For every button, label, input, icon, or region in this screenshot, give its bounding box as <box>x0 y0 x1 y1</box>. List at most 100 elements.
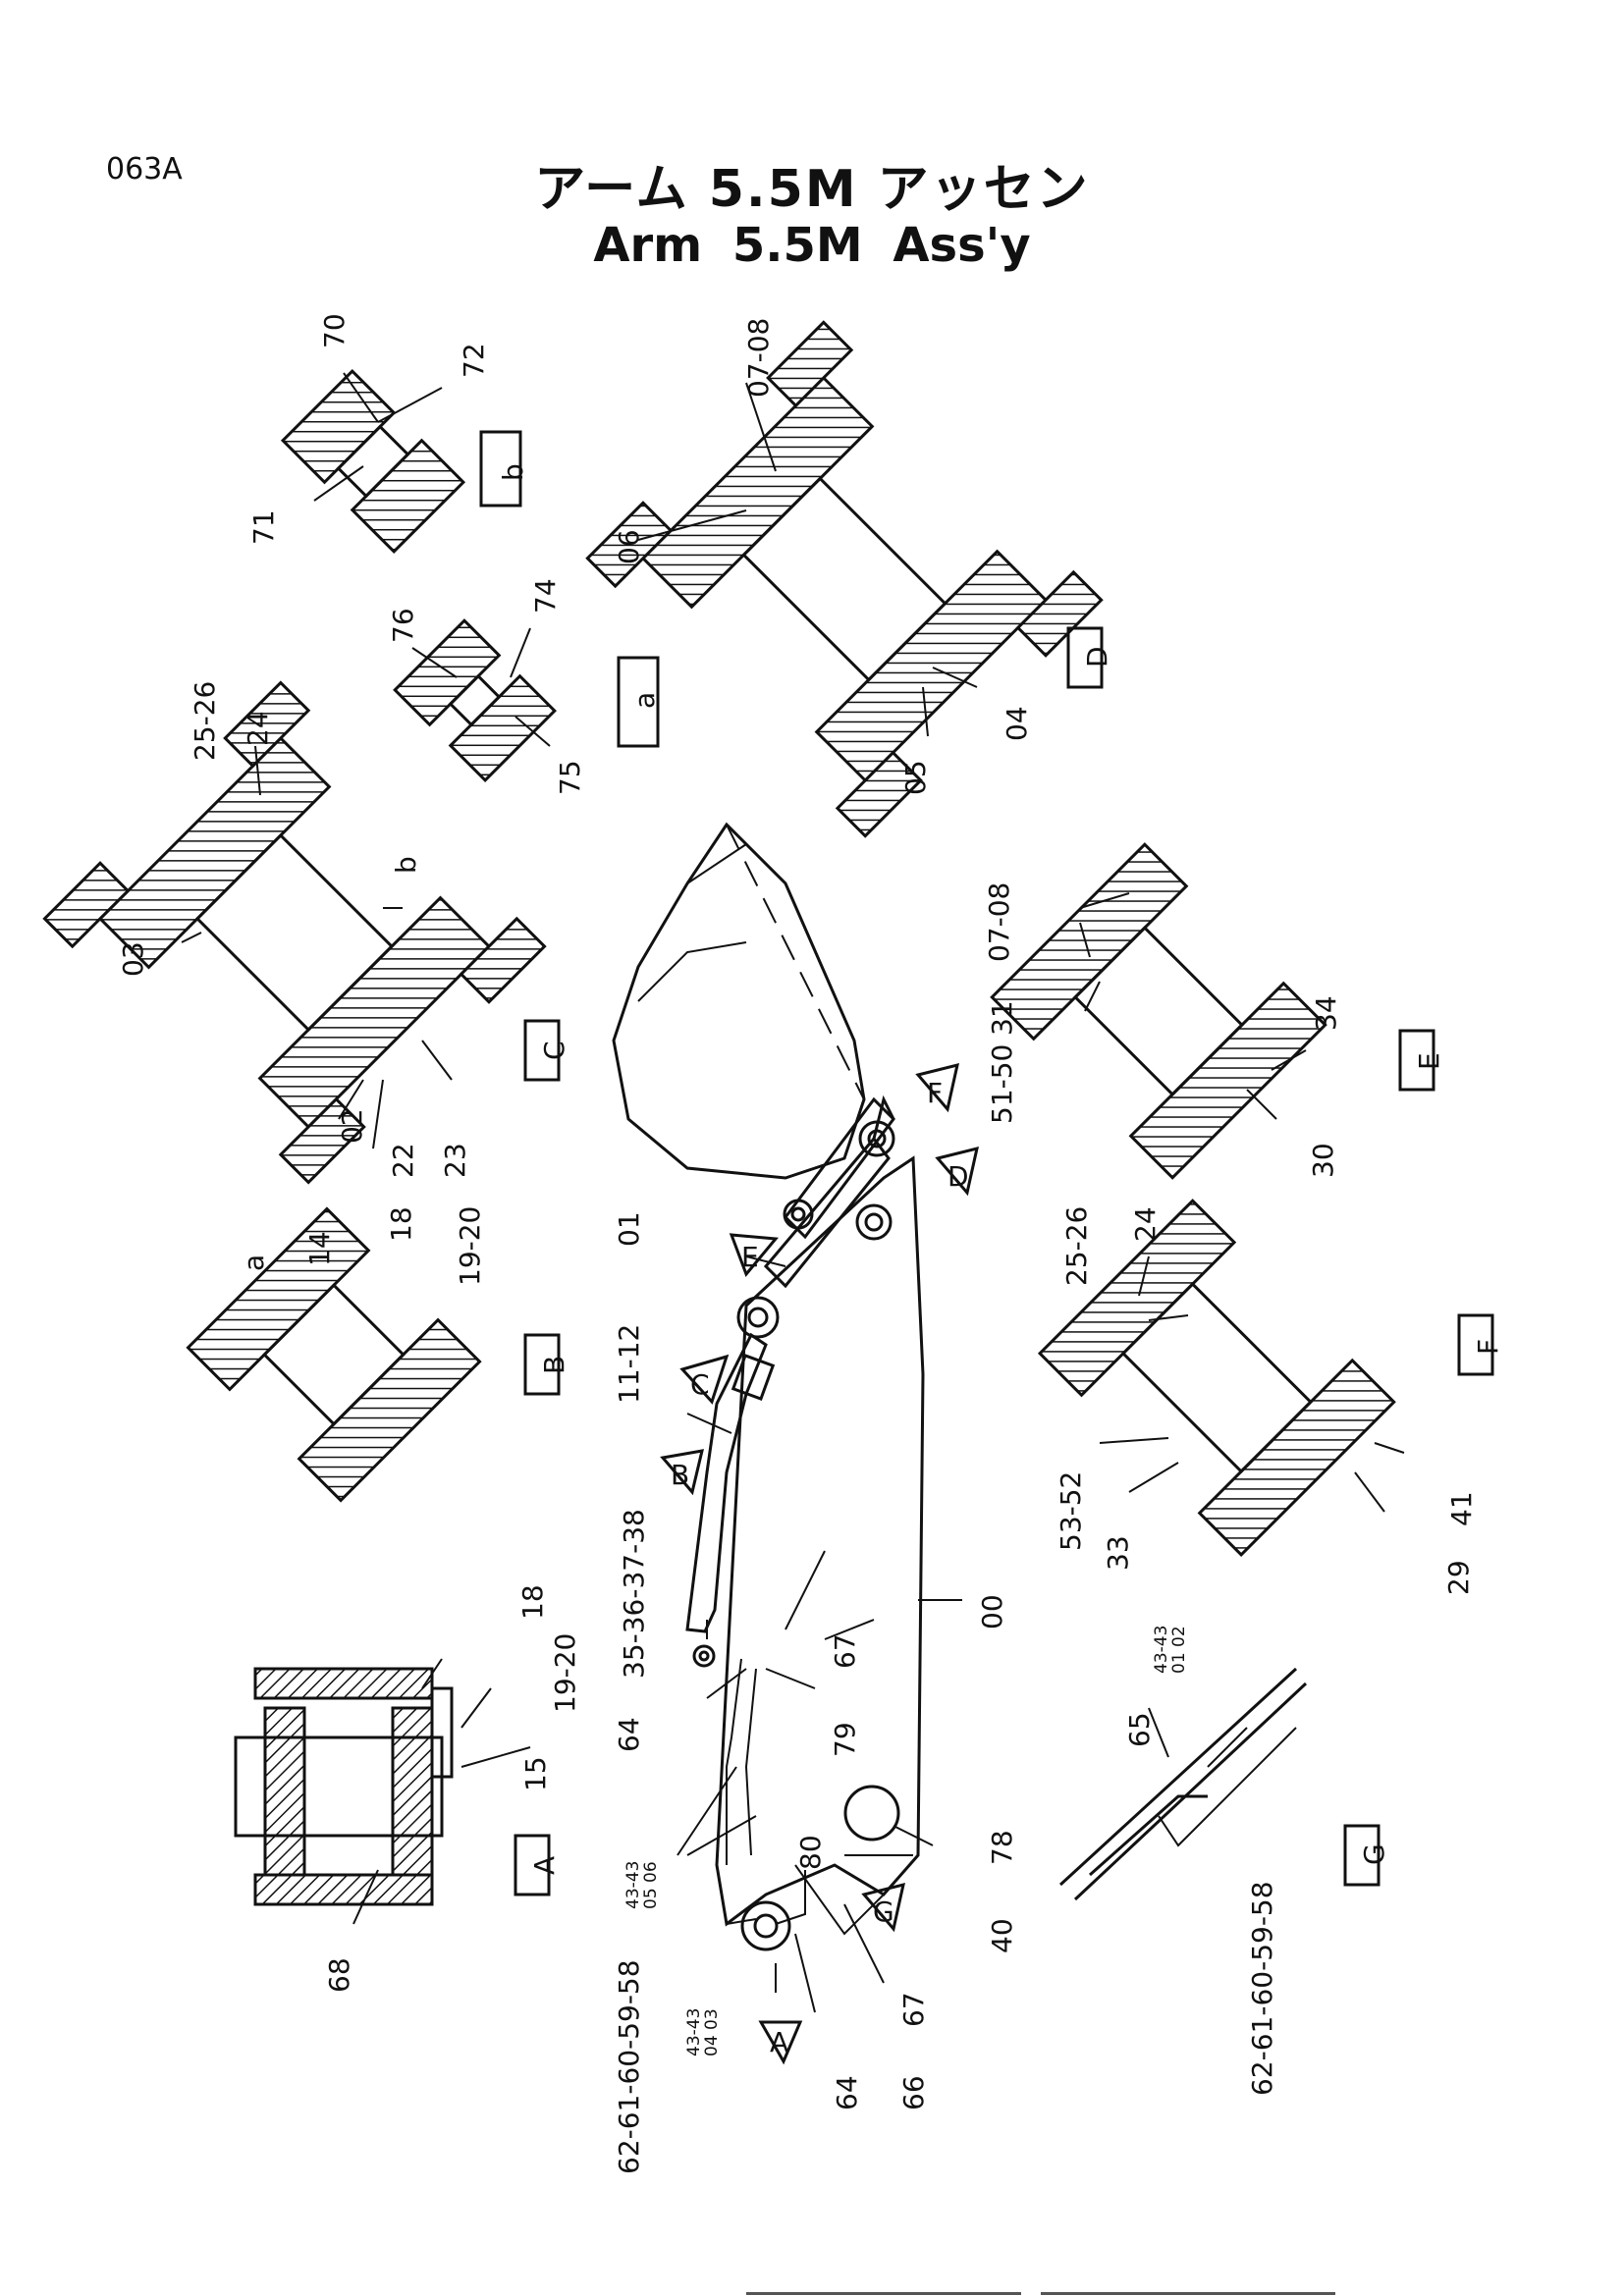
callout-25-26-f: 25-26 <box>1060 1206 1093 1286</box>
detail-d-view <box>585 320 1104 838</box>
detail-c-label: C <box>538 1041 570 1060</box>
view-arrow-c: C <box>679 1354 730 1405</box>
hose-code-43-05-06-top: 43-43 <box>623 1861 643 1909</box>
detail-b-main-box <box>523 1333 561 1396</box>
detail-b-box <box>479 430 522 507</box>
view-arrow-b: B <box>660 1449 704 1496</box>
view-arrow-a: A <box>758 2020 803 2065</box>
detail-g-box <box>1343 1824 1380 1887</box>
callout-24-f: 24 <box>1129 1206 1162 1242</box>
detail-f-box <box>1457 1313 1494 1376</box>
svg-text:G: G <box>873 1896 894 1928</box>
detail-e-label: E <box>1413 1052 1445 1070</box>
callout-66: 66 <box>897 2075 930 2110</box>
callout-18-a: 18 <box>516 1584 549 1620</box>
callout-04: 04 <box>1001 706 1033 741</box>
detail-e-box <box>1398 1029 1435 1092</box>
detail-e-view <box>990 842 1327 1180</box>
detail-a-main-view <box>234 1667 454 1906</box>
callout-29: 29 <box>1442 1560 1475 1595</box>
callout-62-58-g: 62-61-60-59-58 <box>1246 1881 1278 2096</box>
svg-text:B: B <box>671 1459 689 1491</box>
hose-codes: 43-43 05 06 43-43 04 03 43-43 01 02 <box>623 1626 1189 2056</box>
callout-15: 15 <box>519 1756 552 1791</box>
callout-18-b: 18 <box>385 1206 417 1242</box>
callout-51-50: 51-50 <box>986 1044 1018 1124</box>
hose-code-43-01-02-bottom: 01 02 <box>1169 1626 1189 1674</box>
callout-labels: 70 72 71 76 74 75 07-08 06 04 05 25-26 2… <box>117 313 1478 2174</box>
hose-code-43-01-02-top: 43-43 <box>1152 1626 1171 1674</box>
svg-text:B: B <box>538 1356 570 1374</box>
svg-text:F: F <box>1472 1339 1504 1355</box>
callout-14: 14 <box>303 1231 336 1266</box>
view-arrow-f: F <box>915 1062 959 1113</box>
callout-02: 02 <box>336 1108 368 1144</box>
callout-06: 06 <box>613 529 645 564</box>
detail-b-view <box>280 368 466 555</box>
svg-text:D: D <box>947 1160 969 1193</box>
detail-a-view <box>393 618 557 782</box>
callout-19-20-a: 19-20 <box>549 1633 581 1713</box>
callout-33: 33 <box>1102 1535 1134 1571</box>
callout-23: 23 <box>439 1143 471 1178</box>
view-arrow-g: G <box>861 1882 905 1933</box>
callout-19-20-b: 19-20 <box>454 1206 486 1286</box>
detail-c-view <box>42 680 547 1185</box>
callout-a-lower: a <box>238 1255 270 1271</box>
callout-67-a: 67 <box>829 1633 861 1669</box>
main-arm-assembly <box>612 822 925 1951</box>
callout-53-52: 53-52 <box>1055 1471 1087 1551</box>
svg-text:b: b <box>497 463 529 481</box>
detail-a-box <box>617 656 660 748</box>
svg-text:G: G <box>1358 1843 1390 1865</box>
callout-22: 22 <box>387 1143 419 1178</box>
bottom-rule-right <box>1041 2292 1335 2295</box>
callout-24-c: 24 <box>242 711 274 746</box>
callout-01: 01 <box>613 1211 645 1247</box>
callout-00: 00 <box>976 1594 1008 1629</box>
callout-65: 65 <box>1123 1712 1156 1747</box>
callout-70: 70 <box>318 313 351 348</box>
callout-05: 05 <box>899 760 932 795</box>
view-arrow-d: D <box>935 1146 979 1197</box>
callout-62-58-main: 62-61-60-59-58 <box>613 1959 645 2174</box>
svg-text:A: A <box>528 1856 561 1875</box>
detail-c-box <box>523 1019 561 1082</box>
callout-67-b: 67 <box>897 1992 930 2027</box>
svg-text:F: F <box>927 1077 943 1109</box>
hose-code-43-04-03-top: 43-43 <box>684 2008 704 2056</box>
callout-74: 74 <box>529 578 562 614</box>
callout-25-26-c: 25-26 <box>189 681 221 761</box>
callout-79: 79 <box>829 1722 861 1757</box>
callout-72: 72 <box>458 343 490 378</box>
callout-64-b: 64 <box>831 2075 863 2110</box>
callout-41: 41 <box>1445 1491 1478 1526</box>
svg-text:A: A <box>770 2026 788 2058</box>
callout-68: 68 <box>323 1957 355 1993</box>
bottom-rule-left <box>746 2292 1021 2295</box>
page-code: 063A <box>106 152 183 187</box>
callout-71: 71 <box>247 509 280 545</box>
detail-g-view <box>1058 1667 1308 1901</box>
callout-34: 34 <box>1310 995 1342 1031</box>
callout-75: 75 <box>554 760 586 795</box>
callout-03: 03 <box>117 941 149 977</box>
hose-code-43-05-06-bottom: 05 06 <box>641 1861 661 1909</box>
title-english: Arm 5.5M Ass'y <box>593 218 1031 273</box>
callout-b-lower: b <box>390 856 422 874</box>
callout-31: 31 <box>986 1000 1018 1036</box>
callout-64-a: 64 <box>613 1717 645 1752</box>
callout-80: 80 <box>794 1835 827 1870</box>
svg-text:a: a <box>628 692 661 709</box>
callout-07-08-e: 07-08 <box>983 882 1015 962</box>
detail-b-main-view <box>186 1206 482 1503</box>
callout-76: 76 <box>387 608 419 643</box>
detail-d-box <box>1066 626 1104 689</box>
svg-text:C: C <box>690 1368 710 1401</box>
detail-d-label: D <box>1081 646 1113 667</box>
callout-78: 78 <box>986 1830 1018 1865</box>
callout-30: 30 <box>1307 1143 1339 1178</box>
callout-35-38: 35-36-37-38 <box>618 1509 650 1679</box>
detail-f-view <box>1037 1199 1396 1557</box>
